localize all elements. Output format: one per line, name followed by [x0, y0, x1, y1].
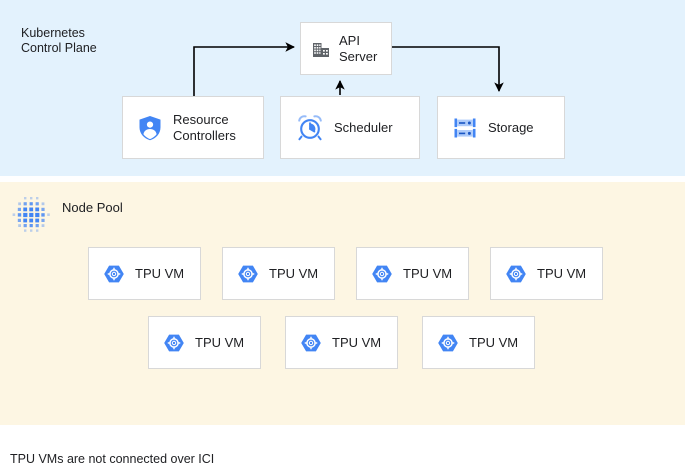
tpu-vm-label: TPU VM [332, 334, 382, 350]
resource-controllers-label: Resource Controllers [173, 112, 236, 143]
dot-matrix-icon [11, 193, 53, 235]
resource-controllers-box[interactable]: Resource Controllers [122, 96, 264, 159]
tpu-vm-box[interactable]: TPU VM [490, 247, 603, 300]
hexagon-gear-icon [237, 263, 259, 285]
server-rack-icon [453, 116, 477, 140]
tpu-vm-box[interactable]: TPU VM [222, 247, 335, 300]
alarm-clock-icon [297, 114, 323, 141]
tpu-vm-label: TPU VM [195, 334, 245, 350]
scheduler-box[interactable]: Scheduler [280, 96, 420, 159]
tpu-vm-label: TPU VM [403, 265, 453, 281]
hexagon-gear-icon [371, 263, 393, 285]
hexagon-gear-icon [505, 263, 527, 285]
node-pool-title: Node Pool [62, 200, 123, 215]
scheduler-label: Scheduler [334, 119, 393, 135]
shield-person-icon [138, 115, 162, 141]
tpu-vm-box[interactable]: TPU VM [88, 247, 201, 300]
tpu-vm-label: TPU VM [537, 265, 587, 281]
tpu-vm-label: TPU VM [469, 334, 519, 350]
hexagon-gear-icon [437, 332, 459, 354]
hexagon-gear-icon [103, 263, 125, 285]
storage-label: Storage [488, 119, 534, 135]
node-pool-region [0, 182, 685, 425]
tpu-vm-label: TPU VM [135, 265, 185, 281]
office-building-icon [311, 39, 331, 59]
tpu-vm-box[interactable]: TPU VM [356, 247, 469, 300]
api-server-box[interactable]: API Server [300, 22, 392, 75]
api-server-label: API Server [339, 33, 378, 64]
hexagon-gear-icon [300, 332, 322, 354]
hexagon-gear-icon [163, 332, 185, 354]
footnote-text: TPU VMs are not connected over ICI [10, 452, 215, 466]
control-plane-title: Kubernetes Control Plane [21, 26, 97, 55]
tpu-vm-label: TPU VM [269, 265, 319, 281]
storage-box[interactable]: Storage [437, 96, 565, 159]
tpu-vm-box[interactable]: TPU VM [422, 316, 535, 369]
tpu-vm-box[interactable]: TPU VM [285, 316, 398, 369]
tpu-vm-box[interactable]: TPU VM [148, 316, 261, 369]
